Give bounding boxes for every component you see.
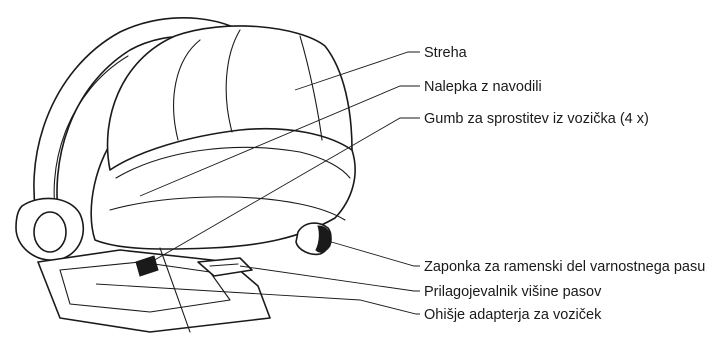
leader-adjuster <box>240 266 420 291</box>
leader-buckle <box>328 241 420 266</box>
label-harness-height-adjuster: Prilagojevalnik višine pasov <box>424 284 602 300</box>
label-canopy: Streha <box>424 45 468 61</box>
label-release-button: Gumb za sprostitev iz vozička (4 x) <box>424 111 649 127</box>
car-seat-illustration <box>16 18 355 332</box>
label-instruction-sticker: Nalepka z navodili <box>424 79 542 95</box>
label-shoulder-belt-buckle: Zaponka za ramenski del varnostnega pasu <box>424 259 705 275</box>
callout-labels: Streha Nalepka z navodili Gumb za sprost… <box>424 45 705 323</box>
pivot-knob <box>34 212 66 252</box>
label-stroller-adapter-housing: Ohišje adapterja za voziček <box>424 307 602 323</box>
